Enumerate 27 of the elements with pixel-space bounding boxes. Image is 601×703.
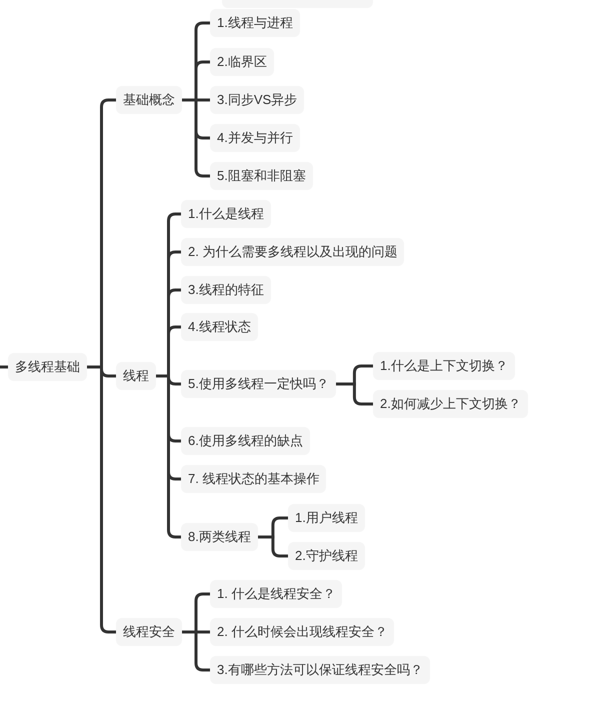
topic-box: 2.如何减少上下文切换？ [373, 390, 528, 418]
branch-line [182, 630, 210, 672]
topic-box: 7. 线程状态的基本操作 [181, 465, 326, 493]
topic-box: 6.使用多线程的缺点 [181, 427, 310, 455]
topic-box: 5.使用多线程一定快吗？ [181, 370, 336, 398]
topic-box: 2.守护线程 [288, 542, 365, 570]
topic-box: 1.什么是上下文切换？ [373, 352, 515, 380]
topic-box: 线程安全 [116, 618, 182, 646]
topic-box: 3.线程的特征 [181, 276, 271, 304]
topic-box: 2. 什么时候会出现线程安全？ [210, 618, 394, 646]
topic-box: 线程 [116, 362, 156, 390]
branch-line [182, 98, 210, 178]
topic-box: 3.有哪些方法可以保证线程安全吗？ [210, 656, 430, 684]
topic-box: 2.临界区 [210, 48, 274, 76]
topic-box: 1.线程与进程 [210, 9, 300, 37]
branch-line [0, 366, 8, 368]
topic-box: 基础概念 [116, 86, 182, 114]
topic-box: 1.什么是线程 [181, 200, 271, 228]
topic-box: 3.同步VS异步 [210, 86, 304, 114]
topic-box: 5.阻塞和非阻塞 [210, 162, 313, 190]
topic-box: 4.线程状态 [181, 313, 258, 341]
topic-box: 2. 为什么需要多线程以及出现的问题 [181, 238, 404, 266]
topic-box: 多线程基础 [8, 353, 87, 381]
topic-box: 1. 什么是线程安全？ [210, 580, 342, 608]
topic-box: 1.用户线程 [288, 504, 365, 532]
topic-box: 8.两类线程 [181, 523, 258, 551]
topic-box: 4.并发与并行 [210, 124, 300, 152]
